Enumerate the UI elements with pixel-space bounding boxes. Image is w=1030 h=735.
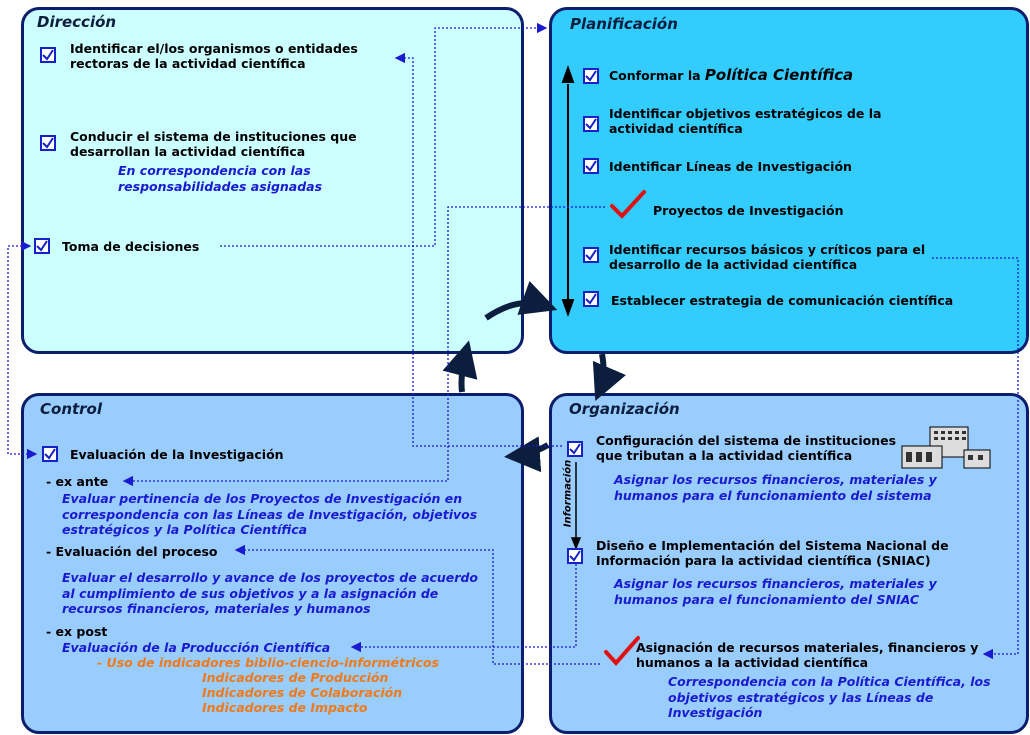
control-box	[21, 393, 524, 734]
planificacion-item-4: Proyectos de Investigación	[653, 203, 844, 218]
direccion-item-2: Conducir el sistema de instituciones que…	[70, 129, 357, 159]
organizacion-item-3: Asignación de recursos materiales, finan…	[636, 640, 979, 670]
indicador-produccion: Indicadores de Producción	[202, 670, 389, 685]
planificacion-item-2: Identificar objetivos estratégicos de la…	[609, 106, 882, 136]
checkbox-icon	[34, 238, 50, 254]
control-indicadores: - Uso de indicadores biblio-ciencio-info…	[97, 655, 439, 670]
direccion-item-3: Toma de decisiones	[62, 239, 200, 254]
checkbox-icon	[567, 441, 583, 457]
planificacion-item-6: Establecer estrategia de comunicación ci…	[611, 293, 954, 308]
organizacion-title: Organización	[569, 400, 680, 418]
organizacion-vertical-arrow	[570, 462, 582, 551]
checkbox-icon	[583, 247, 599, 263]
red-check-icon	[610, 190, 646, 219]
direccion-box	[21, 7, 524, 354]
organizacion-item-2: Diseño e Implementación del Sistema Naci…	[596, 538, 949, 568]
politica-cientifica-label: Política Científica	[704, 66, 854, 84]
planificacion-box	[549, 7, 1029, 354]
building-icon	[901, 426, 991, 469]
control-title: Control	[40, 400, 103, 418]
indicador-colaboracion: Indicadores de Colaboración	[202, 685, 403, 700]
planificacion-item-5: Identificar recursos básicos y críticos …	[609, 242, 926, 272]
planificacion-title: Planificación	[570, 15, 678, 33]
planificacion-item-1: Conformar la Política Científica	[609, 66, 854, 84]
organizacion-item-3-note: Correspondencia con la Política Científi…	[668, 674, 991, 720]
control-exante: - ex ante	[46, 474, 109, 489]
organizacion-item-1-note: Asignar los recursos financieros, materi…	[614, 472, 937, 503]
indicador-impacto: Indicadores de Impacto	[202, 700, 368, 715]
checkbox-icon	[40, 47, 56, 63]
control-proceso: - Evaluación del proceso	[46, 544, 218, 559]
checkbox-icon	[583, 158, 599, 174]
checkbox-icon	[583, 291, 599, 307]
control-item-1: Evaluación de la Investigación	[70, 447, 284, 462]
control-proceso-note: Evaluar el desarrollo y avance de los pr…	[62, 570, 478, 616]
organizacion-item-2-note: Asignar los recursos financieros, materi…	[614, 576, 937, 607]
planificacion-item-3: Identificar Líneas de Investigación	[609, 159, 852, 174]
direccion-title: Dirección	[37, 13, 117, 31]
control-exante-note: Evaluar pertinencia de los Proyectos de …	[62, 491, 478, 537]
checkbox-icon	[583, 116, 599, 132]
planificacion-item-1-text: Conformar la	[609, 68, 705, 83]
checkbox-icon	[583, 68, 599, 84]
red-check-icon	[604, 636, 640, 666]
checkbox-icon	[40, 135, 56, 151]
organizacion-item-1: Configuración del sistema de institucion…	[596, 433, 897, 463]
checkbox-icon	[567, 548, 583, 564]
control-expost: - ex post	[46, 624, 108, 639]
planificacion-vertical-arrow	[561, 65, 575, 317]
direccion-item-2-note: En correspondencia con las responsabilid…	[118, 163, 323, 194]
informacion-label: Información	[562, 459, 574, 528]
checkbox-icon	[42, 446, 58, 462]
direccion-item-1: Identificar el/los organismos o entidade…	[70, 41, 358, 71]
control-expost-note: Evaluación de la Producción Científica	[62, 640, 331, 655]
cycle-arrows	[442, 280, 626, 473]
